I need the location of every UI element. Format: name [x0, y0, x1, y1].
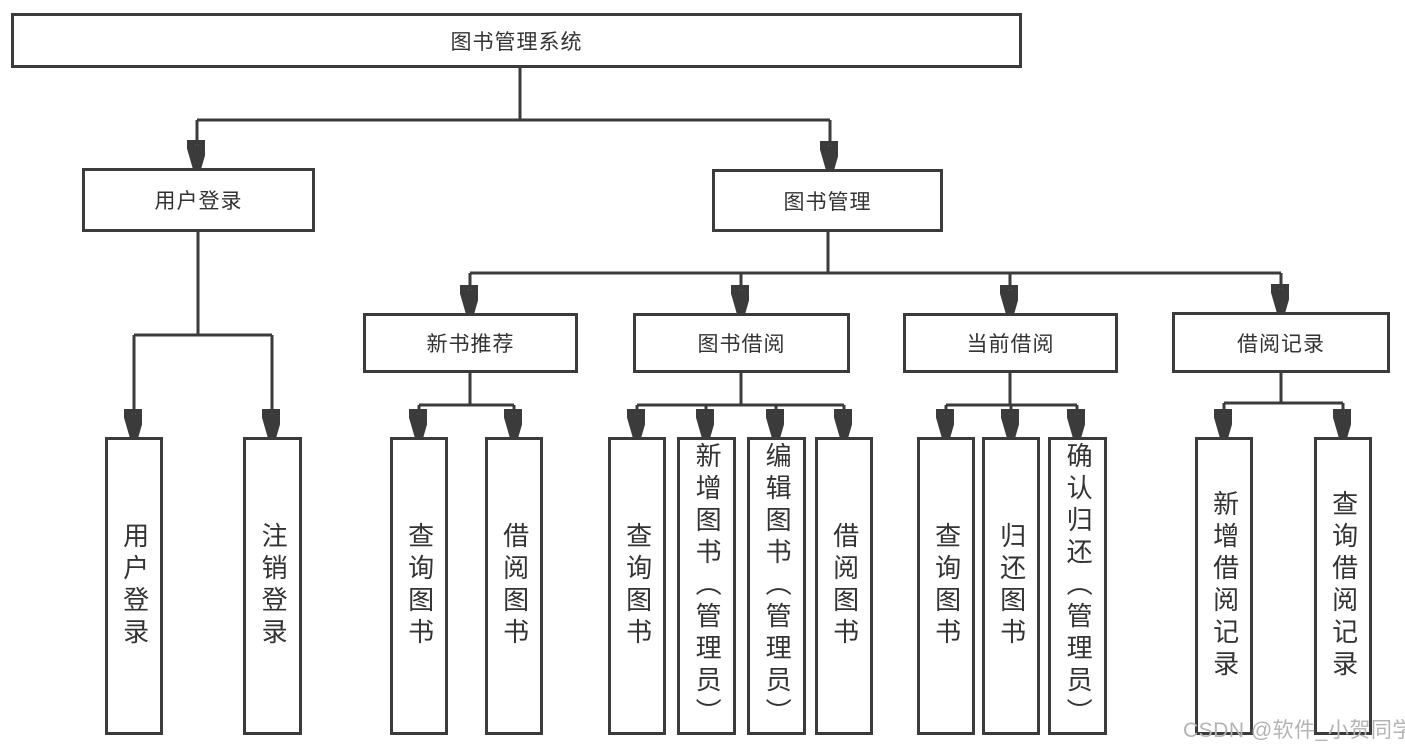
leaf-recommend-borrow-books-label: 借阅图书: [499, 522, 530, 650]
node-current-borrow: 当前借阅: [903, 313, 1118, 373]
edge-book-borrow-to-leaves: [637, 373, 844, 436]
node-new-book-recommend-label: 新书推荐: [426, 333, 515, 356]
leaf-logout: 注销登录: [243, 437, 302, 735]
node-new-book-recommend: 新书推荐: [363, 313, 578, 373]
leaf-user-login-label: 用户登录: [119, 522, 150, 650]
leaf-current-query-books-label: 查询图书: [931, 522, 962, 650]
edge-current-borrow-to-leaves: [946, 373, 1077, 436]
node-root: 图书管理系统: [11, 13, 1022, 68]
node-book-management-label: 图书管理: [783, 190, 872, 214]
leaf-borrow-query-books: 查询图书: [608, 437, 666, 735]
leaf-borrow-edit-books-admin-label: 编辑图书（管理员）: [762, 442, 793, 730]
node-current-borrow-label: 当前借阅: [966, 333, 1055, 356]
edge-borrow-records-to-leaves: [1224, 373, 1343, 436]
node-user-login-label: 用户登录: [154, 190, 243, 213]
leaf-borrow-edit-books-admin: 编辑图书（管理员）: [747, 437, 806, 735]
leaf-borrow-query-books-label: 查询图书: [622, 522, 653, 650]
edge-user-login-to-leaves: [134, 232, 272, 436]
leaf-records-add-record: 新增借阅记录: [1195, 437, 1253, 735]
edge-root-to-level2: [197, 68, 830, 168]
leaf-records-query-record-label: 查询借阅记录: [1328, 490, 1359, 682]
leaf-records-query-record: 查询借阅记录: [1314, 437, 1372, 735]
leaf-borrow-add-books-admin-label: 新增图书（管理员）: [692, 442, 723, 730]
leaf-recommend-query-books: 查询图书: [390, 437, 448, 735]
node-borrow-records-label: 借阅记录: [1237, 332, 1325, 356]
node-root-label: 图书管理系统: [450, 30, 583, 54]
leaf-borrow-borrow-books-label: 借阅图书: [829, 522, 860, 650]
leaf-logout-label: 注销登录: [258, 522, 289, 650]
leaf-recommend-query-books-label: 查询图书: [404, 522, 435, 650]
edge-book-mgmt-to-level3: [470, 232, 1281, 312]
watermark: CSDN @软件_小贺同学: [1183, 719, 1405, 742]
leaf-current-return-books: 归还图书: [982, 437, 1040, 735]
edge-new-rec-to-leaves: [419, 373, 514, 436]
leaf-user-login: 用户登录: [105, 437, 163, 735]
leaf-borrow-borrow-books: 借阅图书: [815, 437, 873, 735]
leaf-recommend-borrow-books: 借阅图书: [485, 437, 543, 735]
node-book-borrow-label: 图书借阅: [697, 333, 786, 356]
leaf-current-confirm-return-admin: 确认归还（管理员）: [1048, 437, 1107, 735]
node-book-borrow: 图书借阅: [633, 313, 850, 373]
leaf-records-add-record-label: 新增借阅记录: [1209, 490, 1240, 682]
node-user-login: 用户登录: [82, 168, 315, 232]
node-borrow-records: 借阅记录: [1172, 312, 1390, 373]
leaf-current-confirm-return-admin-label: 确认归还（管理员）: [1063, 442, 1094, 730]
leaf-borrow-add-books-admin: 新增图书（管理员）: [677, 437, 736, 735]
leaf-current-return-books-label: 归还图书: [996, 522, 1027, 650]
leaf-current-query-books: 查询图书: [917, 437, 975, 735]
node-book-management: 图书管理: [712, 169, 943, 232]
